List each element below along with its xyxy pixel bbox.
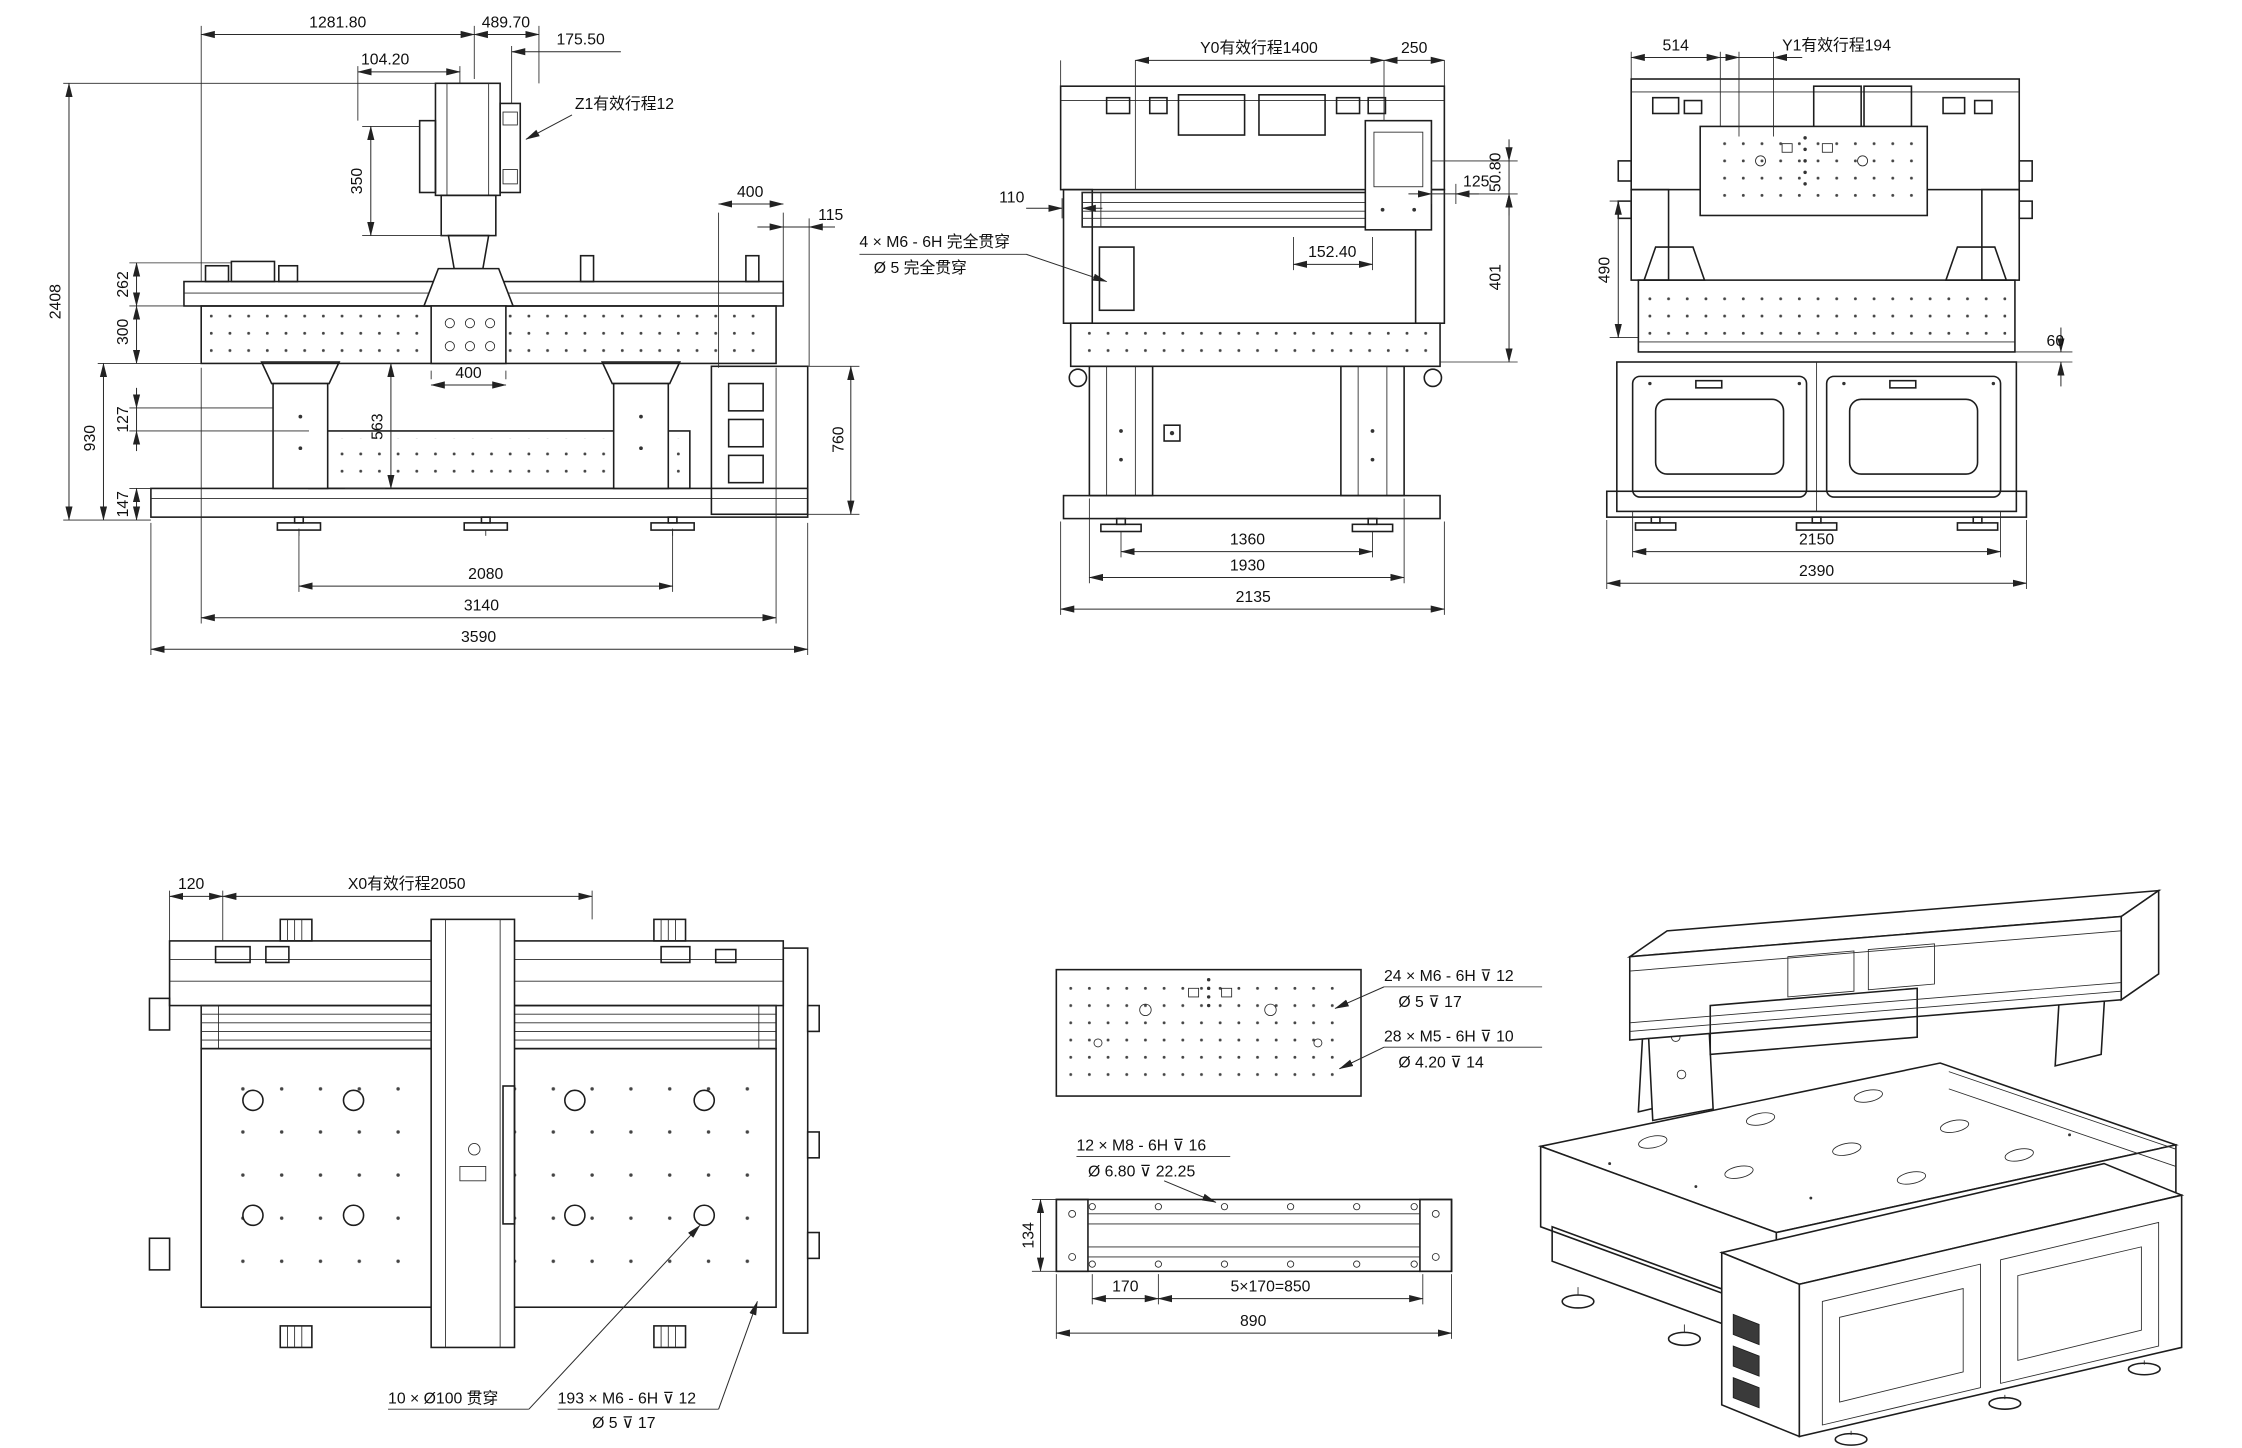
iso-bed-holes [1638,1089,2034,1185]
dim-2150: 2150 [1799,531,1834,548]
rail-detail-dimensions: 134 170 5×170=850 890 [1020,1198,1453,1339]
dim-1281-80: 1281.80 [309,14,366,31]
front-feet [276,516,695,536]
dim-350: 350 [349,168,366,195]
dim-110: 110 [999,190,1024,207]
end-dimensions: 514 Y1有效行程194 490 60 2150 2390 [1597,36,2073,589]
dim-760: 760 [831,426,848,453]
note-m5-b: Ø 4.20 ⊽ 14 [1398,1054,1484,1071]
note-m6-through-b: Ø 5 完全贯穿 [874,259,967,277]
iso-gantry [1626,889,2162,1122]
end-cabinet [1616,361,2018,513]
dim-147: 147 [115,491,132,517]
note-m6-b: Ø 5 ⊽ 17 [1398,994,1461,1011]
dim-401: 401 [1487,264,1504,291]
dim-120: 120 [178,876,205,893]
note-m6-a: 24 × M6 - 6H ⊽ 12 [1384,968,1514,985]
note-m8-b: Ø 6.80 ⊽ 22.25 [1088,1164,1196,1181]
front-dimensions: 1281.80 489.70 104.20 175.50 Z1有效行程12 35… [47,14,860,656]
dim-2390: 2390 [1799,563,1834,580]
note-m6-grid-a: 193 × M6 - 6H ⊽ 12 [558,1390,696,1407]
dim-115: 115 [818,207,843,224]
isometric-view [1537,889,2185,1446]
plate-detail-view: 24 × M6 - 6H ⊽ 12 Ø 5 ⊽ 17 28 × M5 - 6H … [1055,968,1543,1097]
end-elevation-view: 514 Y1有效行程194 490 60 2150 2390 [1597,36,2073,589]
side-elevation-view: Y0有效行程1400 250 110 125 50.80 401 4 × M6 … [859,39,1518,615]
dim-x0-stroke: X0有效行程2050 [348,875,466,893]
end-machine [1605,78,2033,531]
dim-3140: 3140 [464,598,499,615]
dim-890: 890 [1240,1313,1267,1330]
plan-view: 120 X0有效行程2050 10 × Ø100 贯穿 193 × M6 - 6… [148,875,820,1432]
note-m6-through-a: 4 × M6 - 6H 完全贯穿 [859,233,1010,251]
rail-detail-notes: 12 × M8 - 6H ⊽ 16 Ø 6.80 ⊽ 22.25 [1076,1138,1231,1203]
plan-machine [148,918,820,1349]
rail-detail-view: 12 × M8 - 6H ⊽ 16 Ø 6.80 ⊽ 22.25 134 170… [1020,1138,1453,1339]
note-m6-grid-b: Ø 5 ⊽ 17 [592,1415,655,1432]
side-dimensions: Y0有效行程1400 250 110 125 50.80 401 4 × M6 … [859,39,1518,615]
front-machine [150,82,809,536]
dim-400-top: 400 [737,184,764,201]
dim-1360: 1360 [1230,531,1265,548]
front-cabinet [710,365,809,516]
front-spindle [418,82,522,365]
dim-930: 930 [82,425,99,452]
dim-y0-stroke: Y0有效行程1400 [1200,39,1318,57]
dim-60: 60 [2047,333,2065,350]
dim-489-70: 489.70 [482,14,531,31]
dim-514: 514 [1663,37,1690,54]
dim-262: 262 [115,271,132,297]
front-elevation-view: 1281.80 489.70 104.20 175.50 Z1有效行程12 35… [47,14,860,656]
dim-y1-stroke: Y1有效行程194 [1782,36,1891,54]
iso-cabinet [1719,1162,2185,1446]
dim-400-plate: 400 [455,365,482,382]
plan-gantry-column [430,918,516,1349]
dim-152-40: 152.40 [1308,244,1357,261]
dim-490: 490 [1597,257,1614,284]
plate-detail-notes: 24 × M6 - 6H ⊽ 12 Ø 5 ⊽ 17 28 × M5 - 6H … [1334,968,1543,1071]
dim-563: 563 [369,413,386,440]
dim-127: 127 [115,406,132,432]
side-machine [1059,85,1446,533]
dim-5x170: 5×170=850 [1230,1278,1310,1295]
dim-125: 125 [1463,174,1490,191]
note-m8-a: 12 × M8 - 6H ⊽ 16 [1076,1138,1206,1155]
dim-134: 134 [1020,1222,1037,1249]
dim-1930: 1930 [1230,557,1265,574]
dim-250: 250 [1401,40,1428,57]
label-z1-stroke: Z1有效行程12 [575,95,674,113]
note-m5-a: 28 × M5 - 6H ⊽ 10 [1384,1028,1514,1045]
dim-300: 300 [115,318,132,345]
dim-104-20: 104.20 [361,52,410,69]
dim-2080: 2080 [468,566,503,583]
dim-170: 170 [1112,1278,1139,1295]
dim-2408: 2408 [47,284,64,319]
note-big-holes: 10 × Ø100 贯穿 [388,1389,498,1407]
dim-175-50: 175.50 [556,32,605,49]
dim-50-80: 50.80 [1487,152,1504,192]
plan-dimensions: 120 X0有效行程2050 10 × Ø100 贯穿 193 × M6 - 6… [168,875,758,1432]
dim-2135: 2135 [1236,589,1271,606]
plan-big-holes [242,1089,716,1227]
dim-3590: 3590 [461,629,496,646]
